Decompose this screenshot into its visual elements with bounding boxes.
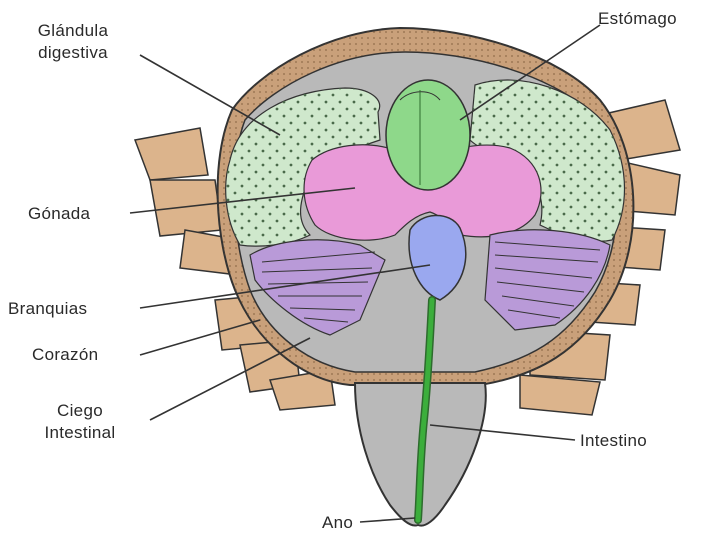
label-gonada: Gónada xyxy=(28,203,90,225)
label-corazon: Corazón xyxy=(32,344,98,366)
label-glandula-line1: Glándula xyxy=(18,20,128,42)
label-ano: Ano xyxy=(322,512,353,534)
label-ciego-line1: Ciego xyxy=(30,400,130,422)
label-glandula-line2: digestiva xyxy=(18,42,128,64)
label-estomago: Estómago xyxy=(598,8,677,30)
label-ciego-intestinal: Ciego Intestinal xyxy=(30,400,130,444)
label-branquias: Branquias xyxy=(8,298,87,320)
label-glandula-digestiva: Glándula digestiva xyxy=(18,20,128,64)
label-ciego-line2: Intestinal xyxy=(30,422,130,444)
stomach xyxy=(386,80,470,190)
label-intestino: Intestino xyxy=(580,430,647,452)
